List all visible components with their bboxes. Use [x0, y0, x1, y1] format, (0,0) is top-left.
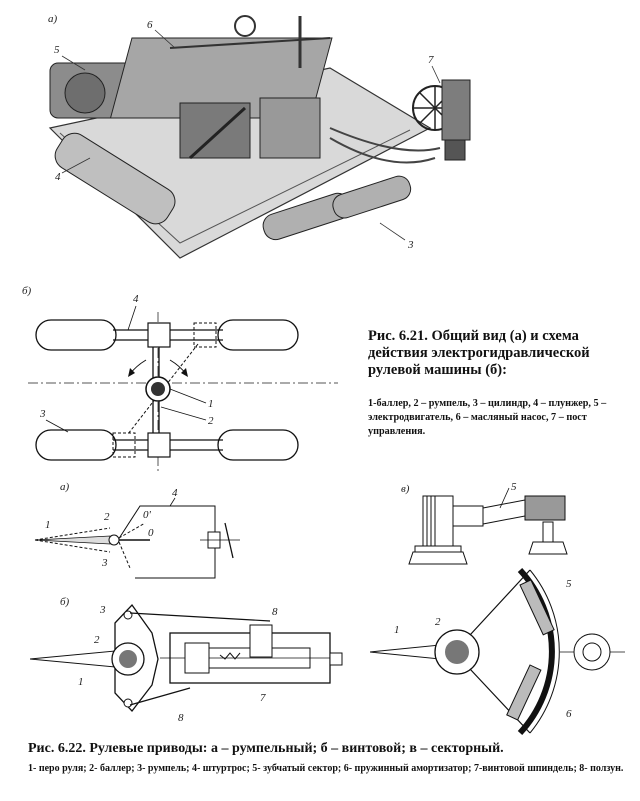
- callout-5: 5: [511, 481, 517, 493]
- callout-1: 1: [45, 519, 51, 531]
- callout-3: 3: [407, 239, 414, 251]
- label-a: а): [60, 481, 70, 493]
- callout-2: 2: [94, 634, 100, 646]
- sector-side-drawing: в) 5: [401, 481, 568, 565]
- callout-8: 8: [272, 606, 278, 618]
- scheme-drawing: б) 4 3 1 2: [22, 285, 338, 472]
- callout-7: 7: [260, 692, 266, 704]
- callout-2: 2: [435, 616, 441, 628]
- callout-5: 5: [54, 44, 60, 56]
- callout-5: 5: [566, 578, 572, 590]
- callout-1: 1: [394, 624, 400, 636]
- callout-8: 8: [178, 712, 184, 724]
- callout-1: 1: [208, 398, 214, 410]
- machine-scheme: б) 4 3 1 2: [18, 282, 348, 482]
- label-a: а): [48, 13, 58, 25]
- sector-plan-drawing: 1 2 5 6: [370, 567, 625, 736]
- tiller-drive-drawing: а) 4 1 2 3 0 0': [34, 481, 240, 579]
- figure2-caption-title: Рис. 6.22. Рулевые приводы: а – румпельн…: [28, 741, 504, 756]
- callout-2: 2: [208, 415, 214, 427]
- callout-3: 3: [39, 408, 46, 420]
- callout-0: 0: [148, 527, 154, 539]
- label-b: б): [22, 285, 32, 297]
- callout-6: 6: [147, 19, 153, 31]
- screw-drive-diagram: б) 3 2 1 8 7 8: [30, 593, 350, 733]
- callout-7: 7: [428, 54, 434, 66]
- sector-drive-plan: 1 2 5 6: [370, 565, 625, 740]
- label-v: в): [401, 483, 410, 495]
- callout-1: 1: [78, 676, 84, 688]
- callout-6: 6: [566, 708, 572, 720]
- callout-4: 4: [172, 487, 178, 499]
- screw-drive-drawing: б) 3 2 1 8 7 8: [30, 596, 343, 724]
- callout-2: 2: [104, 511, 110, 523]
- tiller-drive-diagram: а) 4 1 2 3 0 0': [30, 478, 260, 588]
- callout-3: 3: [99, 604, 106, 616]
- figure2-caption-body: 1- перо руля; 2- баллер; 3- румпель; 4- …: [28, 763, 624, 774]
- label-b: б): [60, 596, 70, 608]
- callout-4: 4: [55, 171, 61, 183]
- figure1-caption-title: Рис. 6.21. Общий вид (а) и схема действи…: [368, 328, 590, 378]
- sector-drive-side-view: в) 5: [395, 478, 595, 570]
- machine-drawing: а) 5 6 7 4 3: [48, 13, 471, 259]
- callout-4: 4: [133, 293, 139, 305]
- machine-general-view: а) 5 6 7 4 3: [30, 8, 490, 280]
- callout-0-prime: 0': [143, 509, 152, 521]
- callout-3: 3: [101, 557, 108, 569]
- figure1-caption-body: 1-баллер, 2 – румпель, 3 – цилиндр, 4 – …: [368, 398, 607, 437]
